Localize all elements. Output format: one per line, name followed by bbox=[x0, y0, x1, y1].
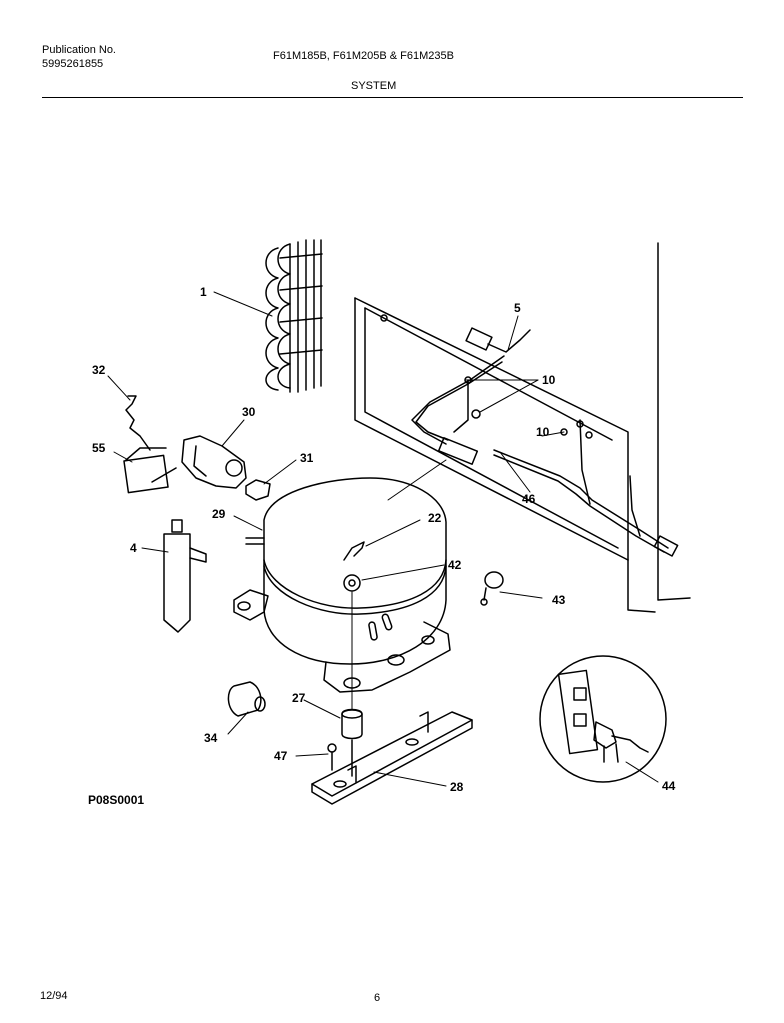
callout-32: 32 bbox=[92, 363, 106, 377]
callout-28: 28 bbox=[450, 780, 464, 794]
callout-55: 55 bbox=[92, 441, 106, 455]
print-date: 12/94 bbox=[40, 990, 68, 1002]
header-rule bbox=[42, 97, 743, 98]
power-cord-detail bbox=[539, 655, 667, 783]
mount-hardware bbox=[311, 708, 473, 805]
callout-29: 29 bbox=[212, 507, 226, 521]
callout-1: 1 bbox=[200, 285, 207, 299]
callout-30: 30 bbox=[242, 405, 256, 419]
model-numbers: F61M185B, F61M205B & F61M235B bbox=[273, 50, 454, 62]
grommet bbox=[227, 681, 266, 717]
callout-10-b: 10 bbox=[536, 425, 550, 439]
callout-22: 22 bbox=[428, 511, 442, 525]
callout-44: 44 bbox=[662, 779, 676, 793]
drawing-code: P08S0001 bbox=[88, 793, 145, 807]
leader-lines bbox=[107, 291, 659, 787]
filter-drier bbox=[163, 519, 207, 633]
callout-5: 5 bbox=[514, 301, 521, 315]
publication-number: 5995261855 bbox=[42, 58, 104, 70]
callout-labels: 1 5 10 10 32 30 55 31 29 22 4 42 46 43 2… bbox=[92, 285, 676, 794]
wire-harness bbox=[411, 327, 679, 557]
callout-43: 43 bbox=[552, 593, 566, 607]
cabinet-outline bbox=[354, 242, 691, 613]
relay-assembly bbox=[123, 395, 271, 501]
compressor bbox=[233, 477, 451, 693]
callout-4: 4 bbox=[130, 541, 137, 555]
callout-31: 31 bbox=[300, 451, 314, 465]
page-number: 6 bbox=[374, 992, 381, 1004]
callout-10: 10 bbox=[542, 373, 556, 387]
callout-27: 27 bbox=[292, 691, 306, 705]
callout-46: 46 bbox=[522, 492, 536, 506]
clamp bbox=[480, 571, 504, 606]
section-title: SYSTEM bbox=[351, 80, 397, 92]
callout-47: 47 bbox=[274, 749, 288, 763]
callout-42: 42 bbox=[448, 558, 462, 572]
publication-label: Publication No. bbox=[42, 44, 116, 56]
callout-34: 34 bbox=[204, 731, 218, 745]
condenser-coil bbox=[265, 239, 323, 393]
